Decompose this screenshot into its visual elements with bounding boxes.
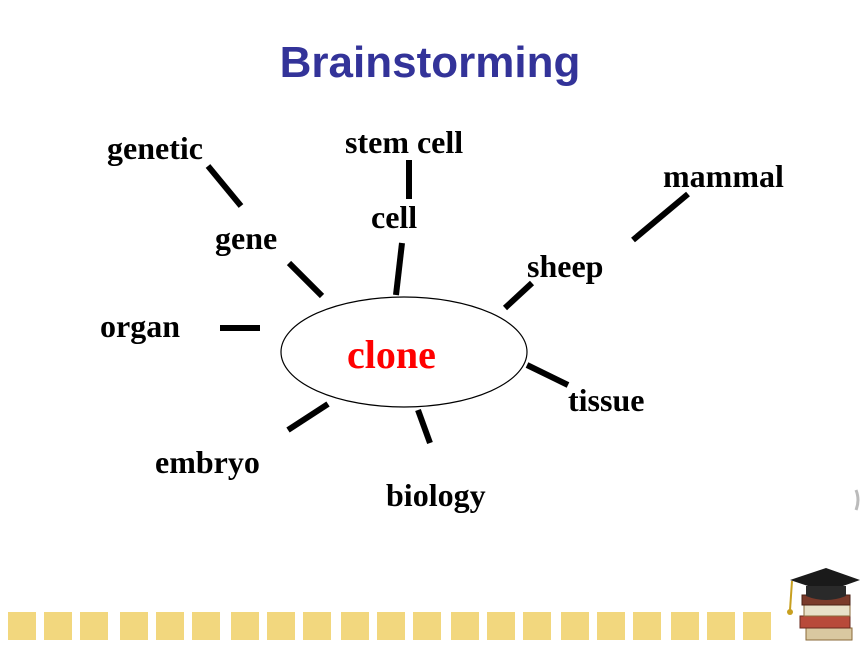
footer-square [267,612,295,640]
line-cell-center [393,242,405,296]
line-mammal-sheep [631,191,690,243]
footer-square [341,612,369,640]
center-word-clone: clone [347,332,436,377]
word-gene: gene [215,220,278,256]
footer-square [8,612,36,640]
line-center-tissue [525,362,570,388]
footer-square [671,612,699,640]
footer-square [707,612,735,640]
footer-square [303,612,331,640]
word-mammal: mammal [663,158,784,194]
line-gene-center [286,260,325,299]
footer-square [377,612,405,640]
footer-squares [8,612,771,640]
word-sheep: sheep [527,248,604,284]
footer-square [80,612,108,640]
word-tissue: tissue [568,382,645,418]
slide-title: Brainstorming [279,38,581,87]
word-stem-cell: stem cell [345,124,464,160]
footer-square [597,612,625,640]
footer-square [44,612,72,640]
line-genetic-gene [205,164,244,208]
footer-square [451,612,479,640]
word-biology: biology [386,477,486,513]
word-embryo: embryo [155,444,260,480]
footer-square [120,612,148,640]
word-organ: organ [100,308,180,344]
footer-square [487,612,515,640]
line-center-embryo [286,401,330,433]
word-cell: cell [371,199,418,235]
footer-square [523,612,551,640]
footer-square [561,612,589,640]
footer-square [192,612,220,640]
word-genetic: genetic [107,130,203,166]
footer-square [156,612,184,640]
footer-square [633,612,661,640]
line-sheep-center [502,280,535,311]
line-center-biology [415,408,433,445]
graduation-cap-and-books-icon [787,489,860,641]
center-ellipse [280,296,528,408]
footer-square [413,612,441,640]
footer-square [231,612,259,640]
footer-square [743,612,771,640]
